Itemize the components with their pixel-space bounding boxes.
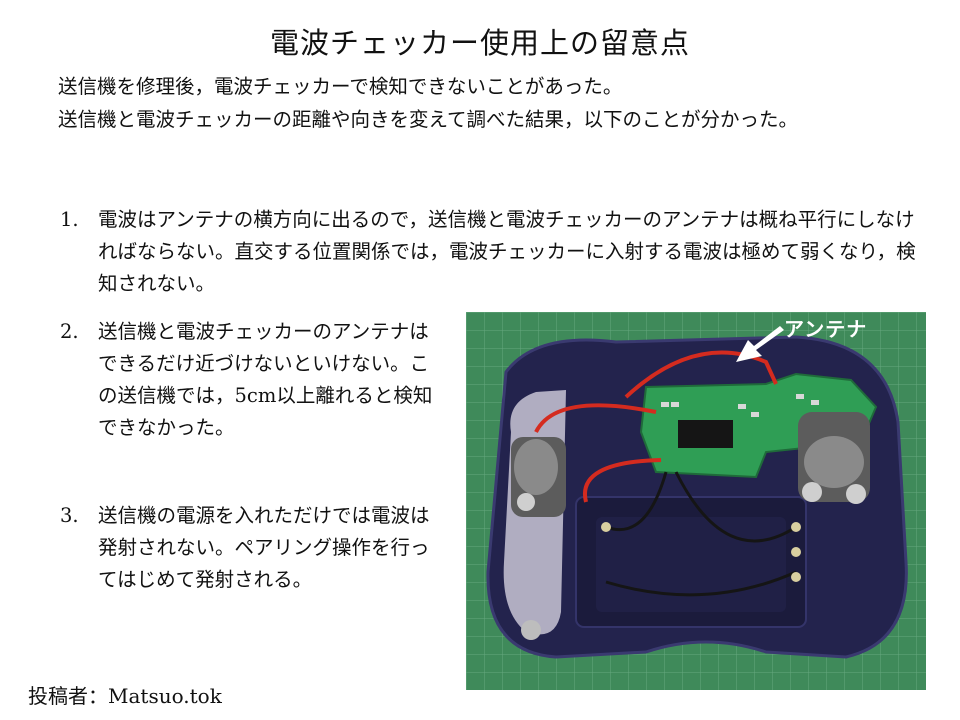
right-joystick xyxy=(798,412,870,504)
intro-text: 送信機を修理後，電波チェッカーで検知できないことがあった。 送信機と電波チェッカ… xyxy=(58,70,928,136)
list-item-text: 電波はアンテナの横方向に出るので，送信機と電波チェッカーのアンテナは概ね平行にし… xyxy=(98,208,916,295)
list-item-number: 2. xyxy=(60,320,79,343)
black-wire xyxy=(605,471,668,532)
ic-chip xyxy=(678,420,733,448)
list-item-2: 2. 送信機と電波チェッカーのアンテナはできるだけ近づけないといけない。この送信… xyxy=(60,316,445,444)
left-joystick xyxy=(511,437,566,517)
arrow-icon xyxy=(736,326,784,362)
antenna-label: アンテナ xyxy=(784,317,868,341)
list-item-number: 1. xyxy=(60,208,79,231)
red-wire xyxy=(624,350,778,399)
intro-line-1: 送信機を修理後，電波チェッカーで検知できないことがあった。 xyxy=(58,75,623,98)
transmitter-photo xyxy=(466,312,926,690)
intro-line-2: 送信機と電波チェッカーの距離や向きを変えて調べた結果，以下のことが分かった。 xyxy=(58,108,799,131)
author-credit: 投稿者：Matsuo.tok xyxy=(28,684,222,708)
page-title: 電波チェッカー使用上の留意点 xyxy=(269,26,690,60)
list-item-3: 3. 送信機の電源を入れただけでは電波は発射されない。ペアリング操作を行ってはじ… xyxy=(60,500,445,596)
list-item-text: 送信機の電源を入れただけでは電波は発射されない。ペアリング操作を行ってはじめて発… xyxy=(98,504,430,591)
list-item-number: 3. xyxy=(60,504,79,527)
list-item-text: 送信機と電波チェッカーのアンテナはできるだけ近づけないといけない。この送信機では… xyxy=(98,320,433,439)
list-item-1: 1. 電波はアンテナの横方向に出るので，送信機と電波チェッカーのアンテナは概ね平… xyxy=(60,204,920,300)
